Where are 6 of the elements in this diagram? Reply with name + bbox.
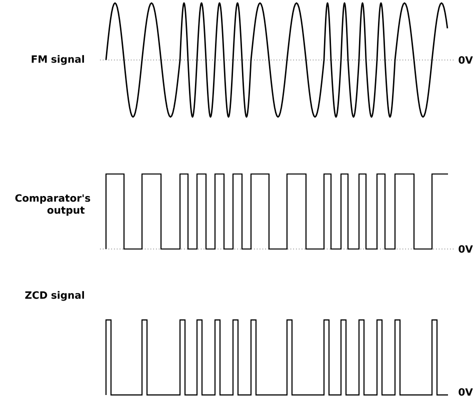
voltage-label: 0V <box>458 245 473 253</box>
voltage-label: 0V <box>458 56 473 64</box>
signal-label: FM signal <box>32 55 84 65</box>
voltage-label: 0V <box>458 388 473 396</box>
signal-label: Comparator's output <box>15 194 90 216</box>
signal-label: ZCD signal <box>25 291 84 301</box>
